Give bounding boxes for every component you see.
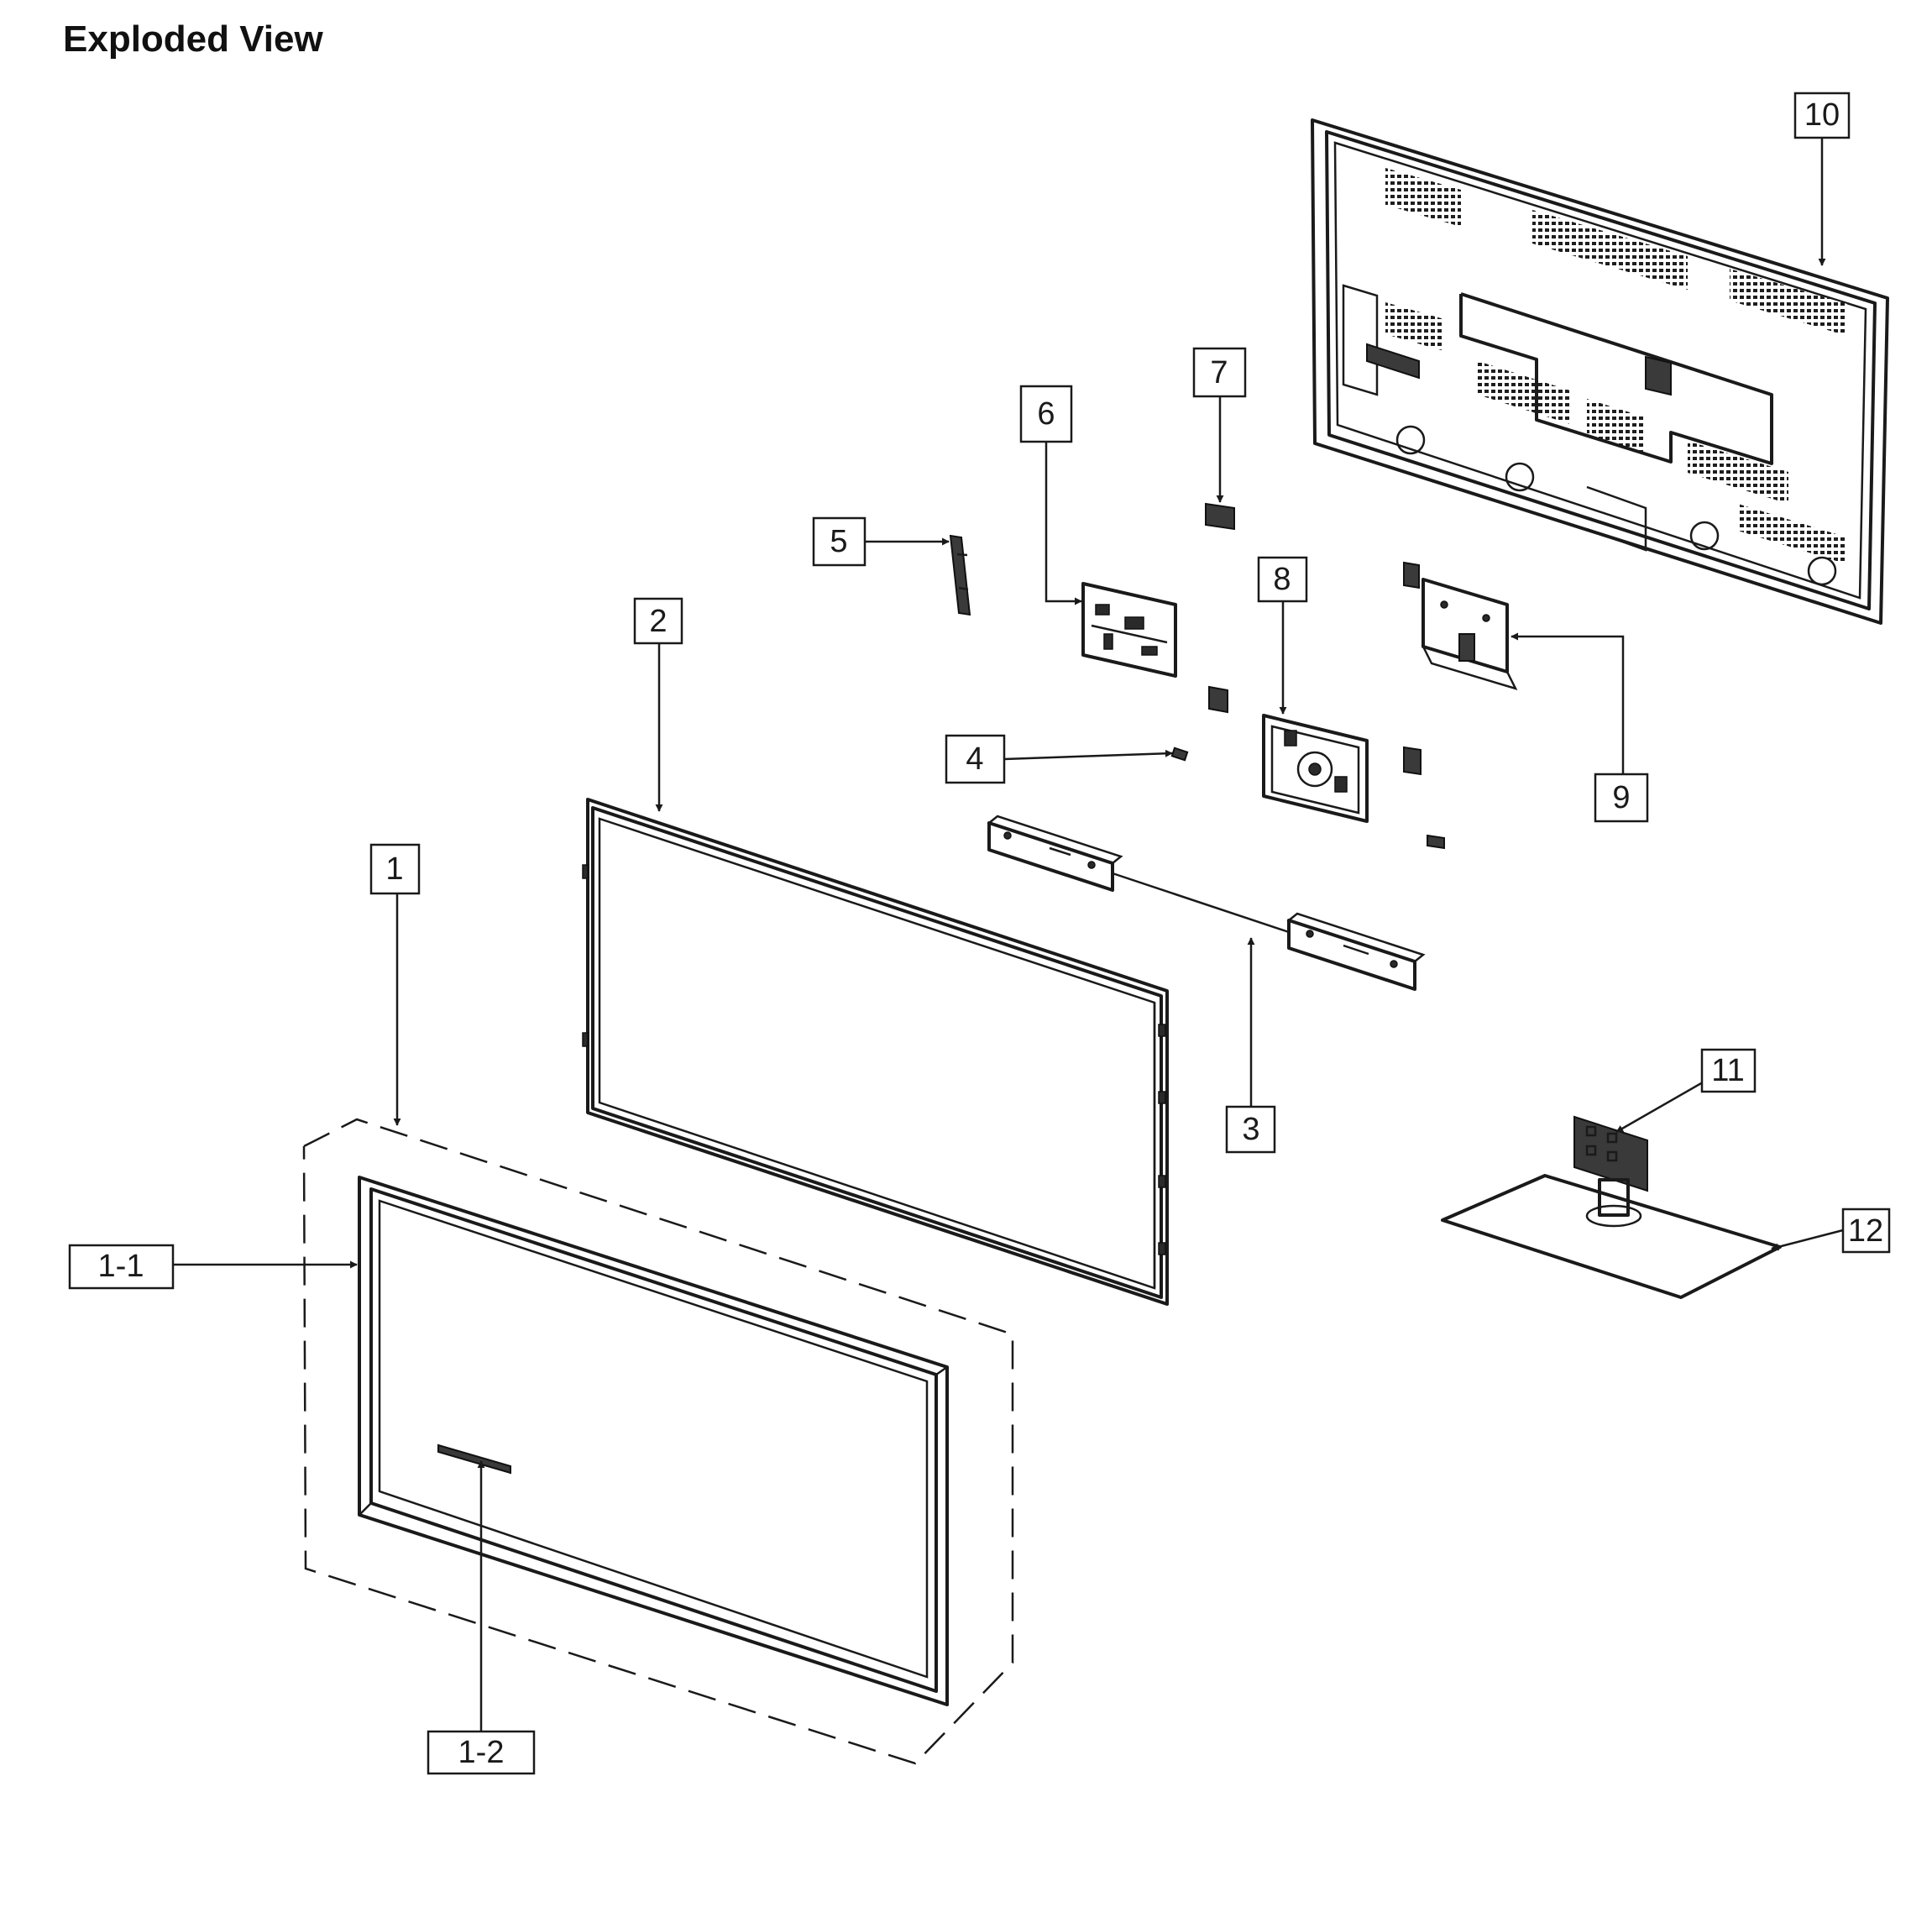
clip-part (1170, 747, 1189, 762)
logo-badge-part (437, 1443, 511, 1475)
stand-bracket-part (1262, 714, 1369, 823)
callout-3: 3 (1225, 1105, 1276, 1154)
callout-11: 11 (1700, 1048, 1757, 1093)
side-key-part (949, 534, 971, 616)
svg-text:12: 12 (1848, 1213, 1883, 1249)
callout-1: 1 (369, 843, 421, 895)
svg-text:8: 8 (1273, 562, 1291, 597)
callout-10: 10 (1793, 92, 1851, 139)
stand-neck-part (1573, 1115, 1648, 1228)
holder-clip-part (1205, 502, 1445, 850)
svg-text:7: 7 (1210, 355, 1228, 390)
callout-2: 2 (633, 597, 683, 645)
svg-text:3: 3 (1242, 1112, 1259, 1147)
svg-text:4: 4 (966, 741, 983, 777)
svg-text:10: 10 (1804, 97, 1840, 133)
callout-1-1: 1-1 (68, 1244, 175, 1290)
page-title: Exploded View (63, 18, 323, 60)
svg-text:11: 11 (1711, 1053, 1744, 1088)
main-board-part (1081, 582, 1177, 678)
svg-text:1: 1 (385, 851, 403, 887)
mounting-bracket-part (987, 815, 1426, 991)
svg-text:2: 2 (649, 604, 667, 639)
svg-text:6: 6 (1037, 396, 1055, 432)
callout-9: 9 (1594, 773, 1649, 823)
callout-4: 4 (945, 734, 1006, 784)
leader-lines (173, 138, 1844, 1732)
callout-5: 5 (812, 516, 867, 567)
callout-7: 7 (1192, 347, 1247, 398)
callout-6: 6 (1019, 385, 1073, 443)
wall-bracket-part (1421, 578, 1518, 691)
svg-text:9: 9 (1612, 780, 1630, 815)
callout-8: 8 (1257, 556, 1308, 603)
front-bezel-part (358, 1176, 949, 1706)
display-panel-part (582, 798, 1169, 1306)
svg-text:1-1: 1-1 (98, 1249, 144, 1284)
callout-12: 12 (1841, 1208, 1891, 1254)
rear-cover-part (1311, 118, 1889, 625)
front-assembly-outline (302, 1118, 1014, 1765)
svg-text:5: 5 (830, 524, 847, 559)
svg-text:1-2: 1-2 (458, 1735, 505, 1770)
stand-base-part (1441, 1174, 1782, 1299)
callout-1-2: 1-2 (427, 1730, 536, 1775)
